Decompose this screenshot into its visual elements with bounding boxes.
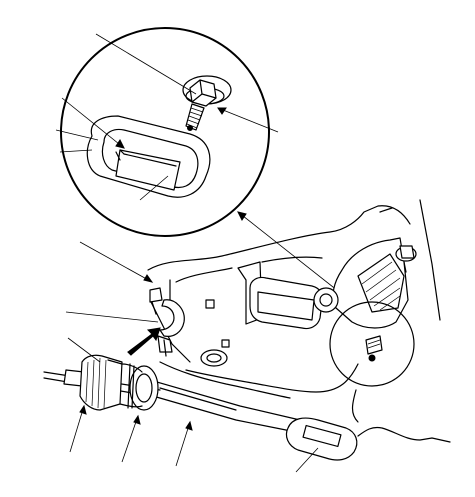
- rear-bracket: [313, 199, 441, 329]
- grommet-detail: [86, 115, 211, 198]
- cable-end-fitting: [63, 354, 159, 411]
- bolt-detail: [182, 75, 232, 131]
- install-direction-arrow: [127, 327, 161, 356]
- floor-panel: [147, 205, 411, 399]
- attachment-detail-circle: [329, 301, 415, 387]
- part-leader-lines: [65, 241, 319, 473]
- detail-callout-circle: [60, 27, 270, 237]
- cable-retainer-clip: [149, 287, 185, 357]
- detail-leader-lines: [55, 33, 279, 201]
- brake-cable: [43, 371, 451, 461]
